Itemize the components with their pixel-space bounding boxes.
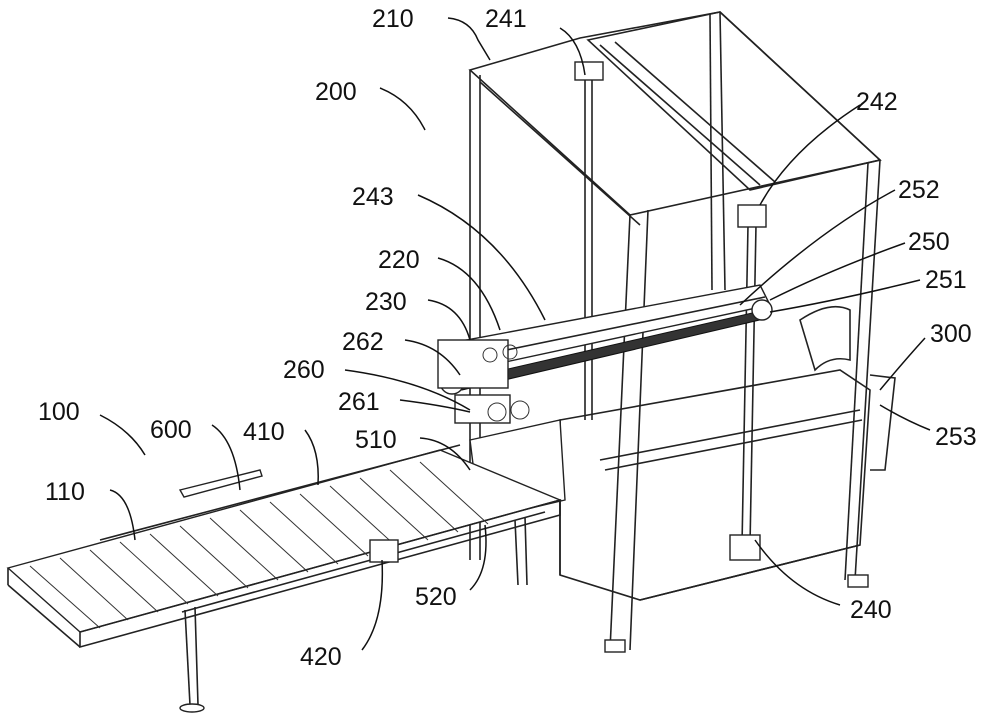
label-100: 100 <box>38 398 80 426</box>
label-241: 241 <box>485 5 527 33</box>
reference-labels: 210 241 200 242 243 252 220 250 251 230 … <box>38 5 977 671</box>
label-250: 250 <box>908 228 950 256</box>
label-242: 242 <box>856 88 898 116</box>
label-262: 262 <box>342 328 384 356</box>
rollers <box>29 461 489 629</box>
label-420: 420 <box>300 643 342 671</box>
label-253: 253 <box>935 423 977 451</box>
label-230: 230 <box>365 288 407 316</box>
label-251: 251 <box>925 266 967 294</box>
leader-lines <box>99 17 931 651</box>
lifting-beam <box>437 284 773 424</box>
label-410: 410 <box>243 418 285 446</box>
label-510: 510 <box>355 426 397 454</box>
frame-210 <box>468 11 882 651</box>
label-200: 200 <box>315 78 357 106</box>
label-600: 600 <box>150 416 192 444</box>
label-220: 220 <box>378 246 420 274</box>
label-252: 252 <box>898 176 940 204</box>
label-520: 520 <box>415 583 457 611</box>
label-243: 243 <box>352 183 394 211</box>
label-261: 261 <box>338 388 380 416</box>
conveyor-100 <box>6 444 563 713</box>
label-110: 110 <box>45 478 85 506</box>
label-240: 240 <box>850 596 892 624</box>
base-frame-240 <box>469 305 896 653</box>
label-300: 300 <box>930 320 972 348</box>
label-210: 210 <box>372 5 414 33</box>
label-260: 260 <box>283 356 325 384</box>
